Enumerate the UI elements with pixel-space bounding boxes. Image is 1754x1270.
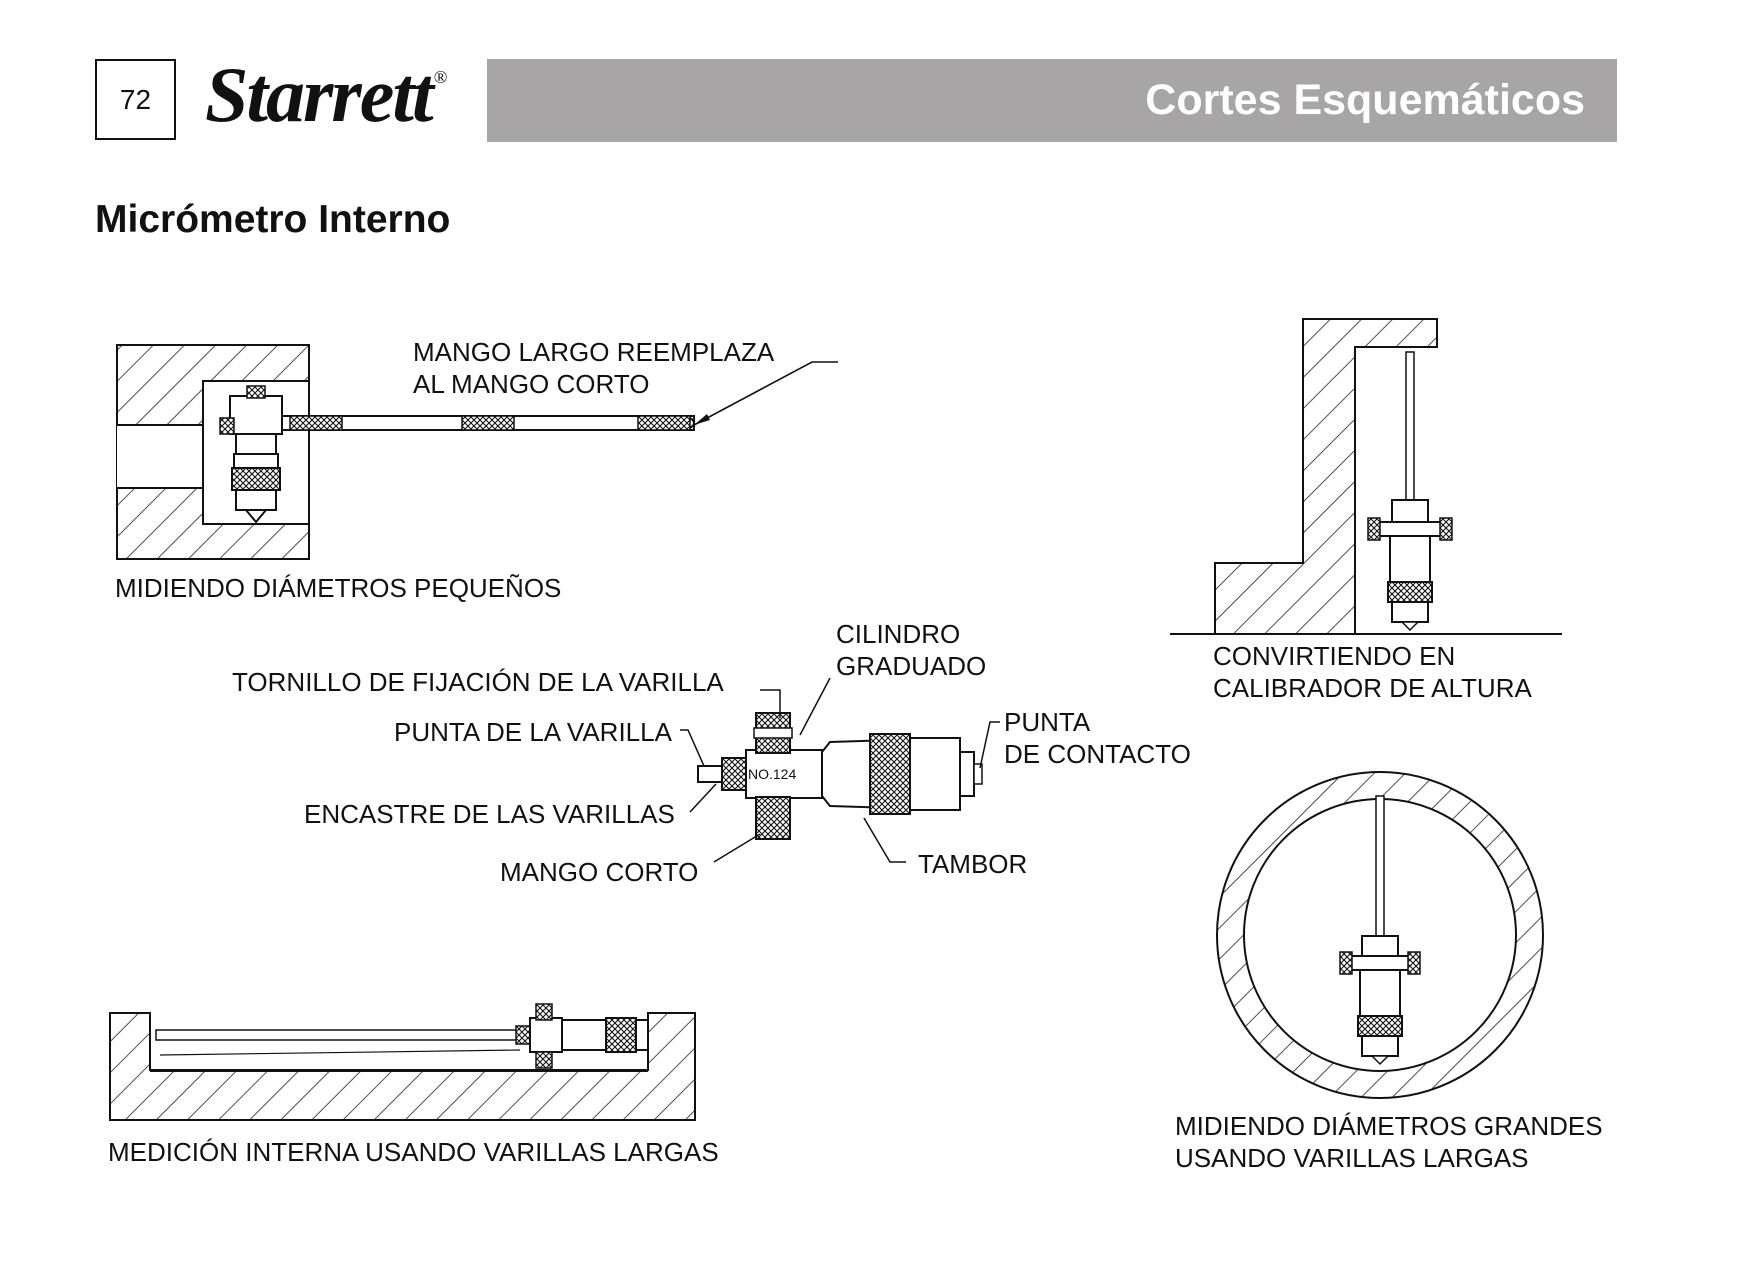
figure-large-diameters bbox=[1216, 771, 1544, 1099]
label-punta-contacto: PUNTA DE CONTACTO bbox=[1004, 707, 1191, 769]
label-punta-varilla: PUNTA DE LA VARILLA bbox=[394, 717, 672, 747]
caption-long-rods: MEDICIÓN INTERNA USANDO VARILLAS LARGAS bbox=[108, 1137, 719, 1167]
label-encastre-varillas: ENCASTRE DE LAS VARILLAS bbox=[304, 799, 675, 829]
page-title: Micrómetro Interno bbox=[95, 198, 451, 241]
label-tornillo-fijacion: TORNILLO DE FIJACIÓN DE LA VARILLA bbox=[232, 667, 724, 697]
caption-height-gauge: CONVIRTIENDO EN CALIBRADOR DE ALTURA bbox=[1213, 641, 1532, 703]
label-mango-corto: MANGO CORTO bbox=[500, 857, 699, 887]
callout-long-handle: MANGO LARGO REEMPLAZA AL MANGO CORTO bbox=[413, 337, 775, 399]
engraving-text: NO.124 bbox=[748, 766, 796, 782]
figure-height-gauge bbox=[1170, 318, 1562, 635]
section-header-bar: Cortes Esquemáticos bbox=[487, 59, 1617, 142]
section-title-text: Cortes Esquemáticos bbox=[1145, 76, 1585, 124]
caption-large-diameters: MIDIENDO DIÁMETROS GRANDES USANDO VARILL… bbox=[1175, 1111, 1603, 1173]
figure-parts-detail: NO.124 bbox=[680, 677, 1000, 863]
label-cilindro-graduado: CILINDRO GRADUADO bbox=[836, 619, 987, 681]
page-number: 72 bbox=[95, 59, 176, 140]
figure-small-diameters bbox=[116, 344, 838, 560]
label-tambor: TAMBOR bbox=[918, 849, 1028, 879]
figure-long-rods bbox=[109, 1003, 696, 1121]
logo-text: Starrett bbox=[205, 51, 434, 138]
page-number-text: 72 bbox=[119, 83, 152, 115]
caption-small-diameters: MIDIENDO DIÁMETROS PEQUEÑOS bbox=[115, 573, 562, 603]
registered-mark: ® bbox=[433, 67, 448, 87]
starrett-logo: Starrett® bbox=[205, 56, 448, 134]
